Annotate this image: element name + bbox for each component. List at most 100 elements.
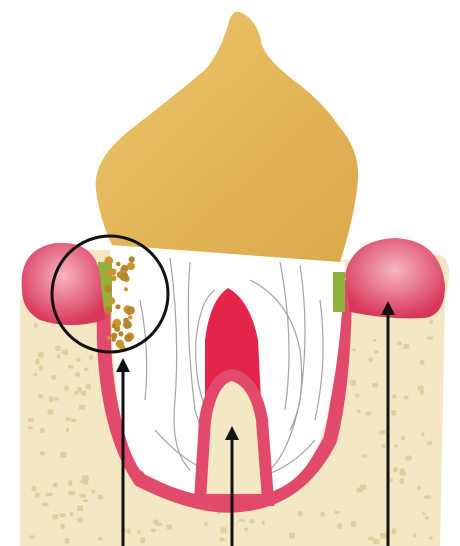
bone-pore: [427, 441, 433, 445]
bone-pore: [357, 410, 360, 414]
bone-pore: [91, 490, 95, 494]
bone-pore: [69, 491, 76, 495]
tooth-crown: [96, 12, 359, 262]
tartar-grain: [129, 256, 135, 262]
bone-pore: [68, 365, 74, 368]
bone-pore: [81, 390, 86, 395]
bone-pore: [393, 467, 397, 472]
bone-pore: [28, 418, 34, 422]
tartar-grain: [116, 262, 121, 267]
tartar-grain: [118, 331, 123, 336]
bone-pore: [68, 480, 72, 486]
bone-pore: [368, 537, 374, 541]
bone-pore: [352, 348, 356, 351]
tartar-grain: [112, 324, 117, 329]
bone-pore: [98, 495, 103, 500]
bone-pore: [366, 412, 372, 416]
bone-pore: [421, 432, 424, 436]
bone-pore: [404, 396, 409, 400]
bone-pore: [401, 436, 405, 440]
bone-pore: [53, 483, 58, 488]
bone-pore: [54, 397, 58, 401]
tartar-grain: [124, 287, 128, 291]
tartar-grain: [127, 262, 135, 270]
bone-pore: [374, 350, 379, 353]
tartar-grain: [108, 297, 115, 304]
plaque-right: [333, 272, 345, 312]
bone-pore: [151, 529, 156, 532]
bone-pore: [379, 430, 385, 434]
bone-pore: [65, 538, 70, 544]
bone-pore: [418, 486, 421, 490]
bone-pore: [75, 372, 80, 377]
gum-right: [345, 238, 445, 318]
tartar-grain: [104, 256, 113, 265]
bone-pore: [35, 493, 40, 498]
tartar-grain: [128, 315, 132, 319]
bone-pore: [334, 511, 340, 514]
bone-pore: [392, 529, 397, 535]
bone-pore: [382, 444, 386, 448]
tartar-grain: [104, 306, 112, 314]
bone-pore: [76, 358, 81, 362]
bone-pore: [77, 506, 83, 511]
bone-pore: [57, 354, 60, 359]
bone-pore: [89, 355, 93, 360]
bone-pore: [34, 373, 38, 377]
bone-pore: [70, 419, 76, 422]
bone-pore: [413, 533, 417, 537]
bone-pore: [84, 368, 89, 371]
bone-pore: [362, 454, 367, 457]
bone-pore: [46, 493, 53, 496]
bone-pore: [350, 380, 356, 386]
bone-pore: [30, 535, 36, 539]
bone-pore: [427, 336, 433, 339]
bone-pore: [373, 539, 379, 544]
bone-pore: [51, 375, 56, 380]
bone-pore: [98, 537, 103, 541]
tartar-grain: [110, 275, 116, 281]
bone-pore: [28, 426, 33, 429]
bone-pore: [70, 512, 74, 516]
bone-pore: [403, 344, 409, 349]
bone-pore: [127, 529, 131, 534]
bone-pore: [156, 523, 163, 526]
bone-pore: [74, 391, 77, 395]
bone-pore: [245, 527, 248, 531]
bone-pore: [320, 512, 324, 517]
bone-pore: [429, 536, 433, 539]
bone-pore: [397, 341, 402, 345]
bone-pore: [82, 475, 89, 480]
bone-pore: [77, 387, 82, 393]
bone-pore: [38, 352, 44, 357]
bone-pore: [424, 495, 431, 499]
bone-pore: [48, 410, 54, 415]
bone-pore: [167, 525, 173, 530]
tartar-grain: [115, 304, 120, 309]
bone-pore: [368, 358, 372, 362]
bone-pore: [400, 471, 407, 475]
tartar-grain: [127, 306, 135, 314]
bone-pore: [204, 522, 208, 526]
bone-pore: [32, 486, 37, 491]
bone-pore: [40, 428, 45, 433]
tartar-grain: [105, 285, 112, 292]
bone-pore: [337, 523, 342, 529]
bone-pore: [249, 519, 254, 523]
bone-pore: [66, 428, 69, 433]
bone-pore: [429, 319, 432, 324]
bone-pore: [137, 530, 140, 534]
bone-pore: [392, 395, 396, 399]
bone-pore: [219, 538, 225, 542]
bone-pore: [221, 527, 227, 533]
bone-pore: [298, 512, 302, 515]
bone-pore: [355, 394, 360, 398]
bone-pore: [79, 405, 85, 410]
bone-pore: [55, 346, 61, 351]
bone-pore: [34, 323, 38, 328]
bone-pore: [420, 360, 425, 365]
bone-pore: [42, 503, 49, 507]
tartar-grain: [111, 338, 115, 342]
bone-pore: [77, 518, 83, 523]
